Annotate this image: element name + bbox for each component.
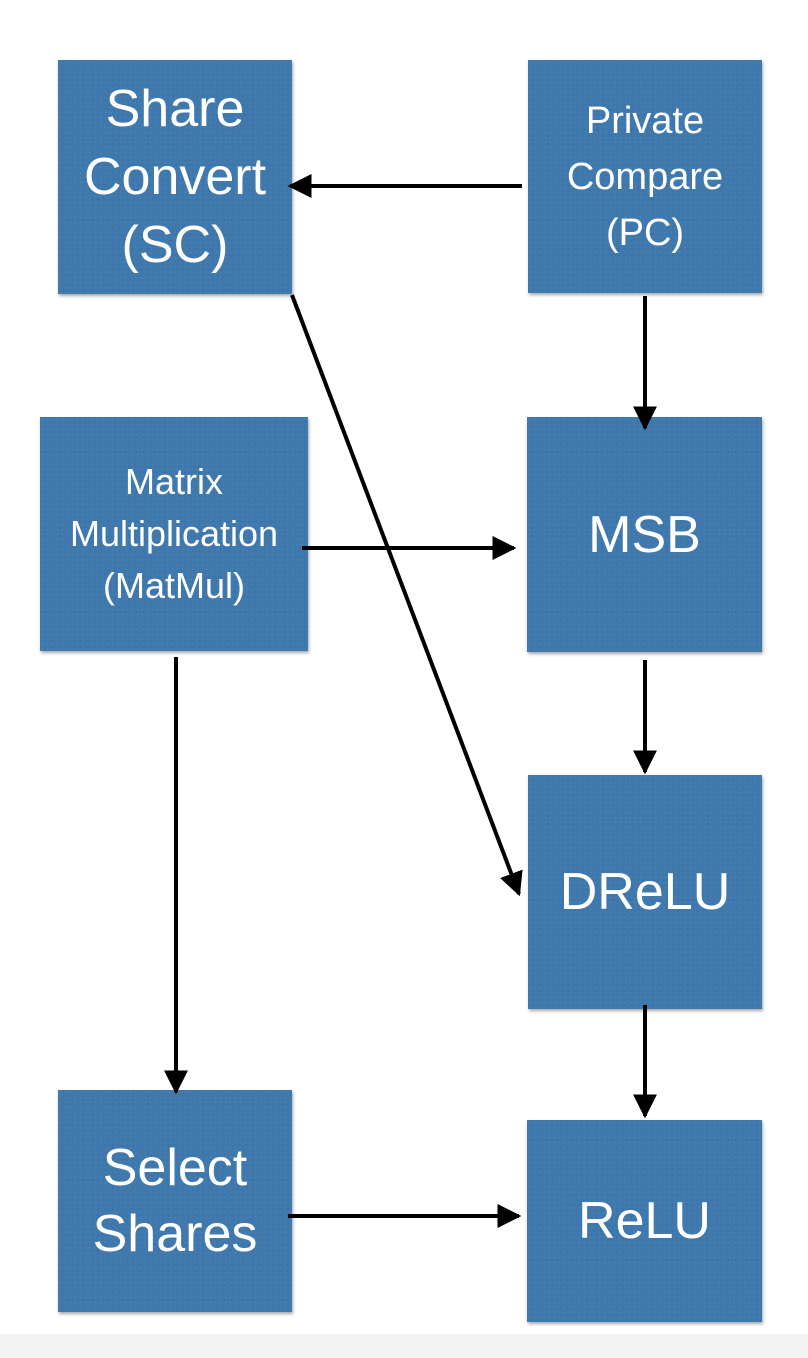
node-matrix-multiplication: Matrix Multiplication (MatMul) (40, 417, 308, 651)
node-msb-label: MSB (588, 505, 701, 564)
node-matrix-multiplication-label: Matrix Multiplication (MatMul) (69, 461, 279, 606)
node-relu: ReLU (527, 1120, 762, 1322)
node-drelu-label: DReLU (559, 863, 731, 921)
node-msb: MSB (527, 417, 762, 652)
node-drelu: DReLU (528, 775, 762, 1009)
node-private-compare-label: Private Compare (PC) (566, 99, 724, 254)
node-share-convert: Share Convert (SC) (58, 60, 292, 294)
edge-sc-to-drelu (290, 294, 523, 897)
bottom-band (0, 1334, 808, 1358)
node-relu-label: ReLU (578, 1192, 711, 1250)
node-select-shares: Select Shares (58, 1090, 292, 1312)
node-share-convert-label: Share Convert (SC) (83, 80, 267, 274)
node-select-shares-label: Select Shares (92, 1139, 258, 1263)
node-private-compare: Private Compare (PC) (528, 60, 762, 293)
